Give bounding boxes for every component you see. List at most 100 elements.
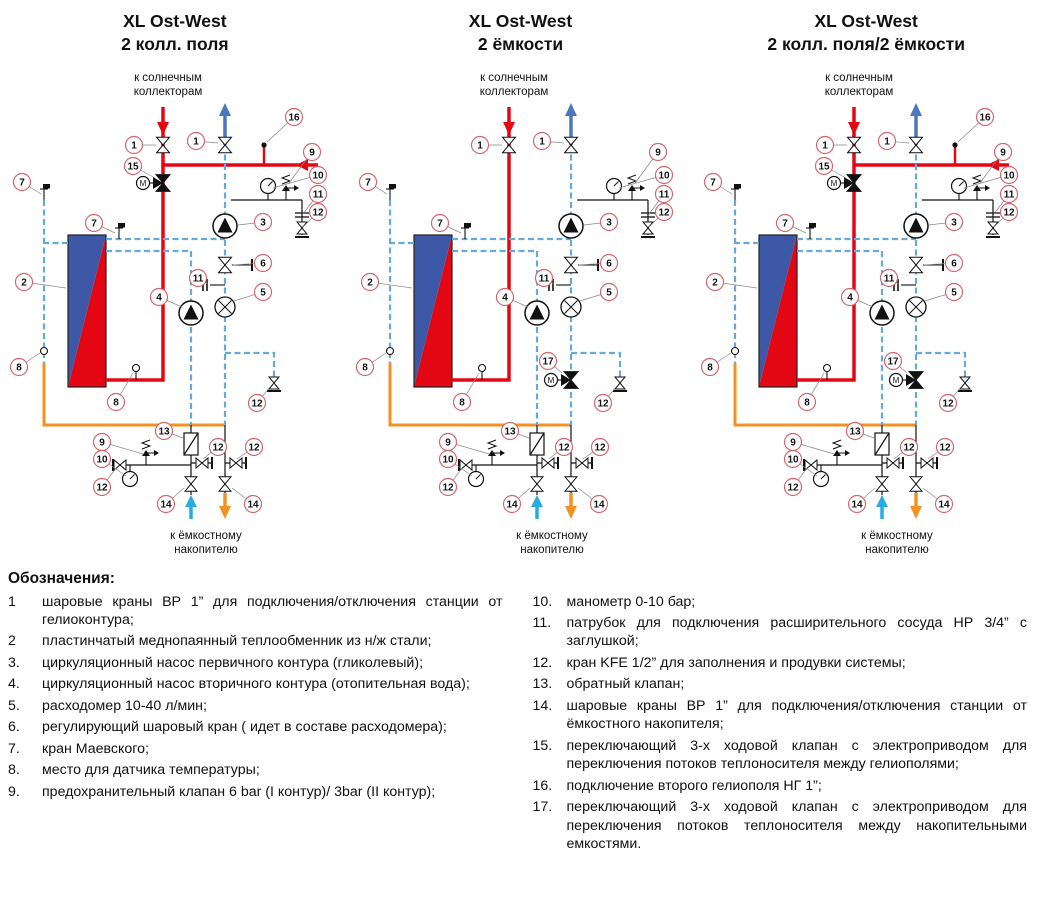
valve-body — [541, 456, 549, 469]
tank-supply-arrow — [910, 505, 923, 519]
callout-manometer — [92, 449, 112, 468]
motor-label: M — [831, 179, 838, 188]
motor-label: M — [893, 376, 900, 385]
pipe-solar-supply-red — [797, 106, 857, 382]
callout-label-reg_valve: 6 — [606, 258, 612, 269]
valve-body — [987, 226, 1000, 235]
legend-item-number: 1 — [8, 593, 16, 610]
callout-label-manometer: 10 — [788, 454, 800, 465]
valve-body — [183, 482, 199, 492]
callout-label-kfe_valve: 12 — [251, 398, 263, 409]
callout-label-manometer: 10 — [96, 454, 108, 465]
callout-label-field_switch_valve: 15 — [127, 161, 139, 172]
valve-body — [613, 376, 626, 384]
safety-valve-arrow — [154, 449, 159, 456]
callout-label-kfe_valve: 12 — [788, 482, 800, 493]
manometer-needle — [613, 180, 619, 186]
valve-body — [155, 143, 171, 153]
legend-item-number: 17. — [532, 799, 553, 816]
tank-return-arrow — [185, 494, 197, 507]
valve-body — [562, 370, 579, 381]
solar-return-arrow — [564, 102, 577, 116]
valve-body — [810, 458, 818, 471]
callout-temp_sensor — [701, 357, 720, 376]
callout-ball_valve_tank — [156, 494, 176, 513]
bottom-label-line2: накопителю — [866, 544, 930, 556]
valve-body — [846, 143, 862, 153]
callout-temp_sensor — [106, 392, 126, 411]
valve-body — [501, 136, 517, 146]
legend-item-number: 5. — [8, 697, 20, 714]
diagram-title-line2: 2 ёмкости — [477, 34, 564, 55]
valve-body — [563, 482, 578, 492]
check-valve-diagonal — [529, 432, 545, 455]
valve-body — [908, 263, 924, 273]
legend-item-text: подключение второго гелиополя НГ 1”; — [566, 777, 822, 794]
callout-pump_secondary — [841, 287, 860, 306]
legend-item-text: обратный клапан; — [566, 676, 685, 693]
callout-label-second_field_port: 16 — [288, 112, 300, 123]
callout-kfe_valve — [900, 437, 919, 456]
callout-label-ball_valve_tank: 14 — [160, 499, 172, 510]
legend-item-text: расходомер 10-40 л/мин; — [42, 697, 207, 714]
solar-supply-arrow — [157, 121, 169, 135]
callout-maevsky — [776, 213, 795, 232]
callout-label-reg_valve: 6 — [952, 258, 958, 269]
legend-item-number: 14. — [532, 697, 553, 714]
callout-label-ball_valve_solar: 1 — [539, 136, 545, 147]
callout-manometer — [654, 165, 673, 184]
valve-body — [201, 456, 209, 469]
temp-sensor-icon — [823, 363, 832, 372]
temp-sensor-icon — [39, 346, 49, 355]
valve-body — [908, 136, 924, 146]
legend-item-number: 7. — [8, 740, 20, 757]
callout-safety_valve — [302, 142, 322, 161]
callout-label-check_valve: 13 — [158, 426, 170, 437]
valve-body — [119, 458, 127, 471]
top-label-line1: к солнечным — [825, 72, 893, 84]
callout-pump_primary — [945, 212, 964, 231]
diagram-title: XL Ost-West 2 колл. поля — [6, 10, 344, 57]
heat-exchanger-hot-half — [759, 234, 798, 387]
valve-body — [217, 263, 233, 273]
callout-label-kfe_valve: 12 — [558, 442, 570, 453]
callout-label-ball_valve_solar: 1 — [477, 140, 483, 151]
legend-item-text: патрубок для подключения расширительного… — [566, 614, 1028, 650]
callout-reg_valve — [945, 253, 964, 272]
diagram-title: XL Ost-West 2 ёмкости — [352, 10, 690, 57]
manometer-needle — [475, 473, 481, 479]
callout-ball_valve_solar — [470, 135, 489, 154]
valve-body — [229, 456, 237, 469]
legend-item-text: пластинчатый меднопаянный теплообменник … — [42, 633, 432, 650]
maevsky-vent-icon — [734, 183, 742, 189]
manometer-needle — [820, 473, 827, 479]
manometer-needle — [958, 180, 965, 186]
callout-expansion_port — [1000, 184, 1019, 203]
legend-item-text: циркуляционный насос вторичного контура … — [42, 676, 470, 693]
callout-label-manometer: 10 — [442, 454, 454, 465]
motor-label: M — [140, 179, 147, 188]
check-valve-diagonal — [874, 432, 890, 455]
callout-label-maevsky: 7 — [711, 177, 717, 188]
callout-kfe_valve — [308, 202, 328, 221]
legend-item-text: предохранительный клапан 6 bar (I контур… — [42, 783, 436, 800]
legend-item-number: 3. — [8, 654, 20, 671]
legend-item-number: 9. — [8, 783, 20, 800]
valve-side-port — [844, 176, 855, 189]
callout-kfe_valve — [92, 477, 112, 496]
maevsky-vent-icon — [809, 222, 817, 228]
callout-label-ball_valve_tank: 14 — [506, 499, 518, 510]
callout-temp_sensor — [452, 392, 471, 411]
callout-label-safety_valve: 9 — [309, 147, 315, 158]
top-label-line1: к солнечным — [134, 72, 202, 84]
valve-body — [295, 226, 309, 235]
callout-kfe_valve — [784, 477, 803, 496]
callout-pump_secondary — [149, 287, 169, 306]
pump-rotor — [529, 304, 545, 320]
callout-label-flow_meter: 5 — [606, 287, 612, 298]
callout-label-pump_secondary: 4 — [156, 292, 162, 303]
valve-body — [267, 381, 281, 390]
